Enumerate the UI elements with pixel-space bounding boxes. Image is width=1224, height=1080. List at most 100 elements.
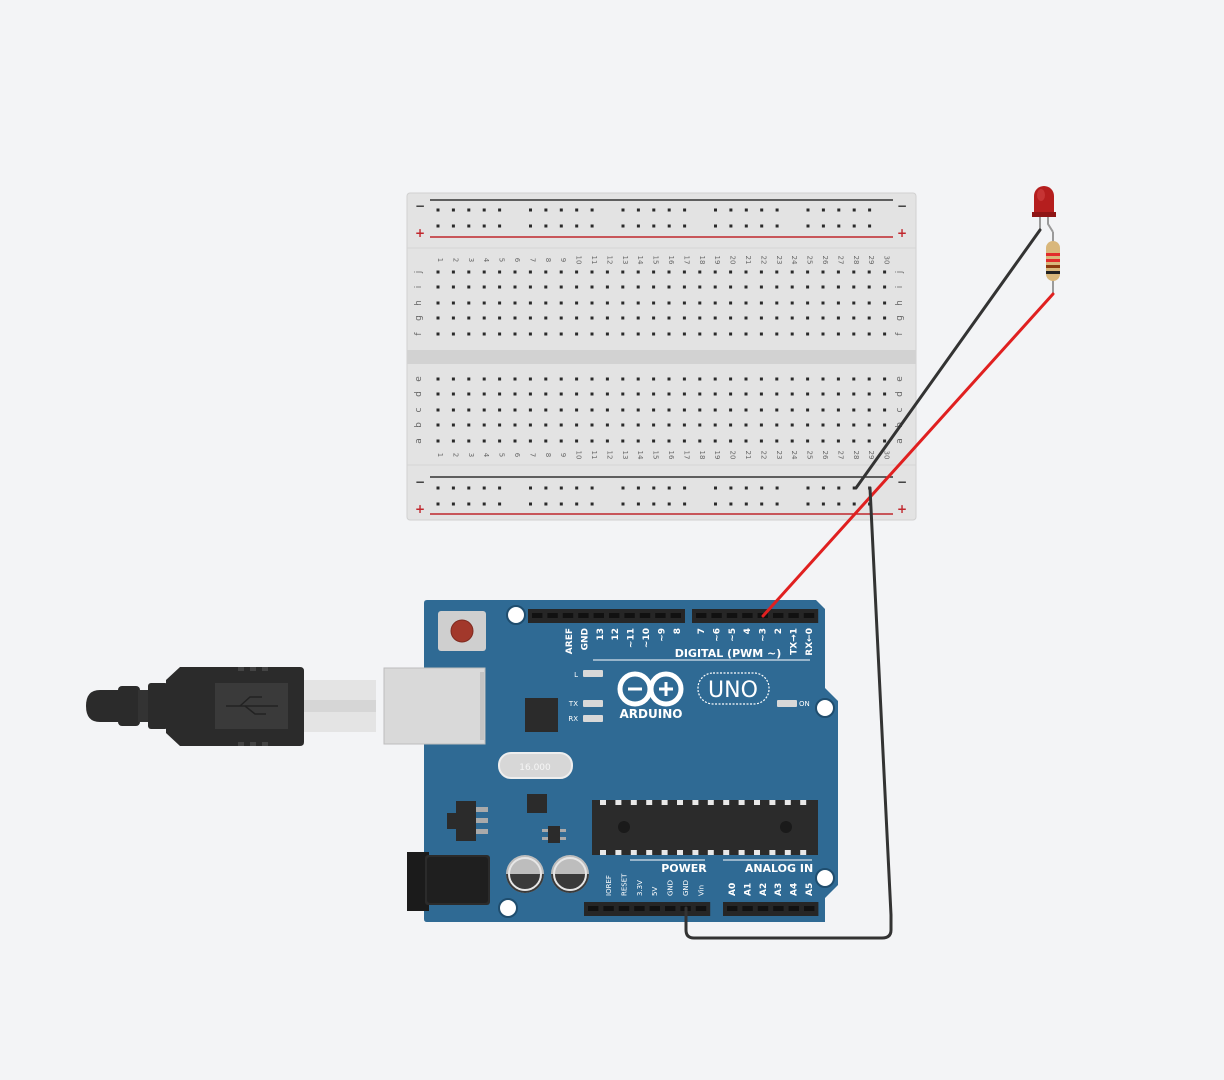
breadboard-hole[interactable] [436, 377, 440, 381]
breadboard-hole[interactable] [544, 285, 548, 289]
breadboard-hole[interactable] [729, 392, 733, 396]
breadboard-hole[interactable] [836, 332, 840, 336]
breadboard-hole[interactable] [652, 332, 656, 336]
rail-hole[interactable] [559, 486, 563, 490]
breadboard-hole[interactable] [436, 301, 440, 305]
breadboard-hole[interactable] [744, 301, 748, 305]
breadboard-hole[interactable] [883, 439, 887, 443]
breadboard-hole[interactable] [636, 377, 640, 381]
breadboard-hole[interactable] [575, 301, 579, 305]
rail-hole[interactable] [467, 486, 471, 490]
breadboard-hole[interactable] [729, 377, 733, 381]
header-pin[interactable] [696, 613, 707, 618]
rail-hole[interactable] [683, 486, 687, 490]
breadboard-hole[interactable] [621, 392, 625, 396]
rail-hole[interactable] [498, 502, 502, 506]
breadboard-hole[interactable] [744, 270, 748, 274]
breadboard-hole[interactable] [590, 392, 594, 396]
breadboard-hole[interactable] [575, 285, 579, 289]
breadboard-hole[interactable] [698, 316, 702, 320]
breadboard-hole[interactable] [451, 377, 455, 381]
rail-hole[interactable] [575, 208, 579, 212]
header-pin[interactable] [757, 906, 769, 911]
rail-hole[interactable] [467, 224, 471, 228]
breadboard-hole[interactable] [713, 392, 717, 396]
breadboard-hole[interactable] [682, 392, 686, 396]
breadboard-hole[interactable] [528, 377, 532, 381]
breadboard-hole[interactable] [790, 392, 794, 396]
breadboard-hole[interactable] [451, 301, 455, 305]
header-pin[interactable] [773, 613, 784, 618]
breadboard-hole[interactable] [590, 332, 594, 336]
breadboard-hole[interactable] [636, 332, 640, 336]
power-jack[interactable] [407, 852, 490, 911]
breadboard-hole[interactable] [713, 270, 717, 274]
breadboard-hole[interactable] [759, 270, 763, 274]
breadboard-hole[interactable] [759, 316, 763, 320]
breadboard-hole[interactable] [682, 301, 686, 305]
rail-hole[interactable] [575, 502, 579, 506]
breadboard-hole[interactable] [621, 377, 625, 381]
breadboard-hole[interactable] [806, 270, 810, 274]
breadboard-hole[interactable] [806, 377, 810, 381]
breadboard-hole[interactable] [636, 423, 640, 427]
rail-hole[interactable] [683, 208, 687, 212]
breadboard-hole[interactable] [790, 270, 794, 274]
breadboard-hole[interactable] [852, 377, 856, 381]
breadboard-hole[interactable] [498, 377, 502, 381]
breadboard-hole[interactable] [790, 301, 794, 305]
breadboard-hole[interactable] [513, 301, 517, 305]
rail-hole[interactable] [667, 224, 671, 228]
breadboard-hole[interactable] [451, 392, 455, 396]
breadboard-hole[interactable] [636, 408, 640, 412]
breadboard-hole[interactable] [621, 285, 625, 289]
breadboard-hole[interactable] [482, 408, 486, 412]
breadboard-hole[interactable] [621, 270, 625, 274]
header-pin[interactable] [603, 906, 614, 911]
header-pin[interactable] [649, 906, 660, 911]
rail-hole[interactable] [498, 224, 502, 228]
breadboard-hole[interactable] [513, 377, 517, 381]
breadboard-hole[interactable] [436, 285, 440, 289]
breadboard-hole[interactable] [867, 332, 871, 336]
breadboard-hole[interactable] [682, 332, 686, 336]
reset-button[interactable] [438, 611, 486, 651]
breadboard-hole[interactable] [652, 423, 656, 427]
breadboard-hole[interactable] [621, 423, 625, 427]
breadboard-hole[interactable] [713, 332, 717, 336]
resistor[interactable] [1046, 232, 1060, 294]
breadboard-hole[interactable] [636, 316, 640, 320]
rail-hole[interactable] [482, 208, 486, 212]
breadboard-hole[interactable] [821, 316, 825, 320]
rail-hole[interactable] [729, 486, 733, 490]
breadboard-hole[interactable] [559, 332, 563, 336]
breadboard-hole[interactable] [559, 408, 563, 412]
rail-hole[interactable] [667, 486, 671, 490]
breadboard-hole[interactable] [636, 392, 640, 396]
rail-hole[interactable] [636, 208, 640, 212]
breadboard-hole[interactable] [559, 270, 563, 274]
breadboard-hole[interactable] [759, 408, 763, 412]
breadboard-hole[interactable] [806, 332, 810, 336]
header-pin[interactable] [655, 613, 666, 618]
header-pin[interactable] [532, 613, 543, 618]
header-pin[interactable] [711, 613, 722, 618]
breadboard-hole[interactable] [867, 285, 871, 289]
breadboard-hole[interactable] [806, 316, 810, 320]
rail-hole[interactable] [760, 224, 764, 228]
rail-hole[interactable] [436, 224, 440, 228]
rail-hole[interactable] [467, 208, 471, 212]
breadboard-hole[interactable] [513, 270, 517, 274]
breadboard-hole[interactable] [698, 301, 702, 305]
breadboard-hole[interactable] [652, 316, 656, 320]
breadboard-hole[interactable] [605, 285, 609, 289]
breadboard-hole[interactable] [775, 377, 779, 381]
breadboard-hole[interactable] [467, 423, 471, 427]
breadboard-hole[interactable] [528, 439, 532, 443]
rail-hole[interactable] [806, 486, 810, 490]
rail-hole[interactable] [714, 224, 717, 228]
breadboard-hole[interactable] [852, 423, 856, 427]
wires[interactable] [684, 228, 1055, 940]
breadboard-hole[interactable] [883, 285, 887, 289]
rail-hole[interactable] [482, 486, 486, 490]
